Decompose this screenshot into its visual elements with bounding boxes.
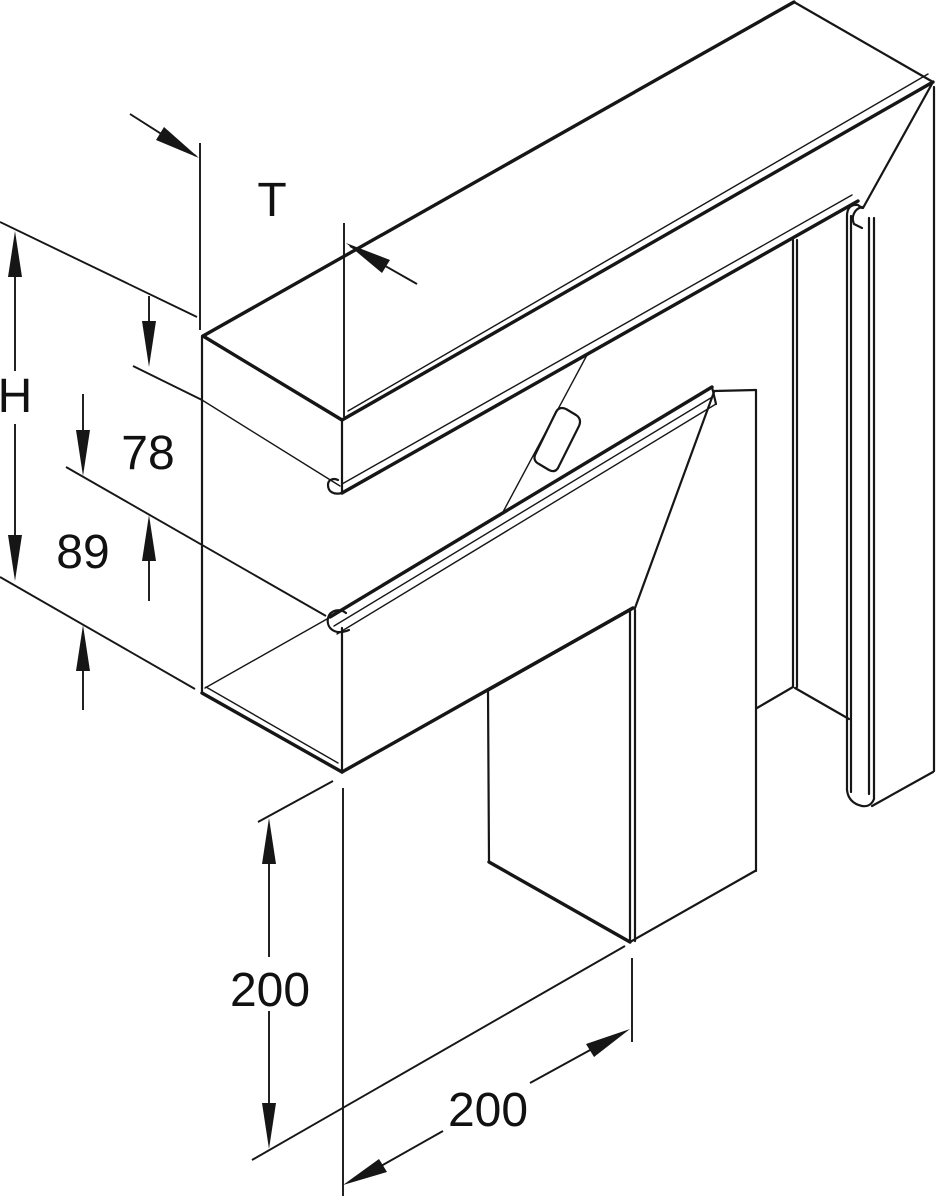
- cover-front-bottom-edge: [340, 199, 860, 495]
- dimension-label-200-vertical: 200: [230, 964, 310, 1017]
- base-floor-inner-line: [205, 686, 339, 764]
- extension-line: [251, 945, 626, 1161]
- dimension-200-horizontal: 200: [342, 788, 633, 1196]
- dimension-78: 78: [65, 296, 327, 617]
- dimension-tail: [380, 1130, 444, 1167]
- arrowhead-up: [142, 515, 156, 561]
- arrowhead-down: [262, 1103, 276, 1149]
- cover-back-top-edge: [201, 0, 796, 338]
- cover-lip-inner-line: [341, 194, 853, 485]
- base-horizontal-leg: [200, 385, 718, 774]
- base-rolled-edge-line1: [328, 385, 714, 619]
- dimension-label-H: H: [0, 370, 32, 423]
- extension-line: [0, 221, 198, 318]
- corner-clip: [533, 406, 582, 473]
- cover-lip-hook-right: [851, 205, 864, 230]
- dimension-label-T: T: [257, 174, 286, 227]
- base-rolled-edge-end-cut: [710, 385, 718, 406]
- arrowhead-up: [8, 231, 22, 277]
- cover-lip-hook-left: [326, 477, 344, 495]
- side-wall-top-edge: [712, 388, 758, 393]
- cover-horizontal-leg: [200, 0, 935, 695]
- dimension-label-89: 89: [56, 526, 109, 579]
- arrowhead-diagonal: [156, 127, 199, 158]
- arrowhead-up: [76, 625, 90, 671]
- arrowhead-down: [8, 535, 22, 581]
- arrowhead-up: [262, 818, 276, 864]
- leg-end-bottom-right-edge: [628, 869, 757, 944]
- cover-left-end-top-edge: [201, 334, 344, 422]
- right-wall-top-lip: [845, 203, 864, 218]
- dimension-H: H: [0, 221, 198, 690]
- arrowhead-diagonal: [346, 243, 390, 273]
- leg-end-bottom-left-edge: [487, 860, 632, 944]
- cover-right-miter-edge: [861, 80, 935, 210]
- dimension-200-vertical: 200: [230, 780, 626, 1161]
- dimension-T: T: [129, 113, 418, 417]
- right-wall-bottom-edge: [870, 770, 935, 808]
- dimension-89: 89: [56, 394, 110, 710]
- dimension-label-200-horizontal: 200: [448, 1084, 528, 1137]
- extension-line: [132, 365, 203, 401]
- extension-line: [0, 576, 196, 690]
- leg-end-left-vertical: [486, 688, 491, 864]
- back-wall-bottom-left: [755, 685, 795, 710]
- arrowhead-down: [142, 321, 156, 367]
- arrowhead-diagonal: [343, 1159, 387, 1185]
- cover-top-bend-line: [347, 73, 929, 412]
- arrowhead-down: [76, 430, 90, 476]
- base-rolled-edge-line3: [336, 403, 717, 635]
- right-wall-bottom-curl: [845, 788, 876, 808]
- dimension-label-78: 78: [121, 427, 174, 480]
- corner-joint-detail: [502, 354, 588, 513]
- base-rolled-edge-hook-left: [326, 609, 351, 634]
- cover-end-inner-edge: [201, 399, 341, 487]
- trunking-flat-angle-figure: [200, 0, 936, 944]
- base-rolled-edge-line2: [333, 395, 715, 627]
- vertical-leg: [486, 85, 936, 944]
- extension-line: [65, 466, 327, 617]
- base-floor-back-inner-edge: [204, 618, 328, 689]
- dimension-tail: [529, 1048, 593, 1084]
- base-corner-miter-edge: [633, 390, 716, 610]
- base-left-end-bottom-edge: [200, 691, 344, 774]
- cover-front-top-edge: [340, 80, 935, 422]
- leg-end-top-left-edge: [486, 606, 635, 692]
- cover-right-end-top-edge: [792, 0, 935, 84]
- extension-line: [257, 780, 334, 823]
- back-wall-bottom-right: [793, 686, 851, 721]
- arrowhead-diagonal: [586, 1029, 630, 1057]
